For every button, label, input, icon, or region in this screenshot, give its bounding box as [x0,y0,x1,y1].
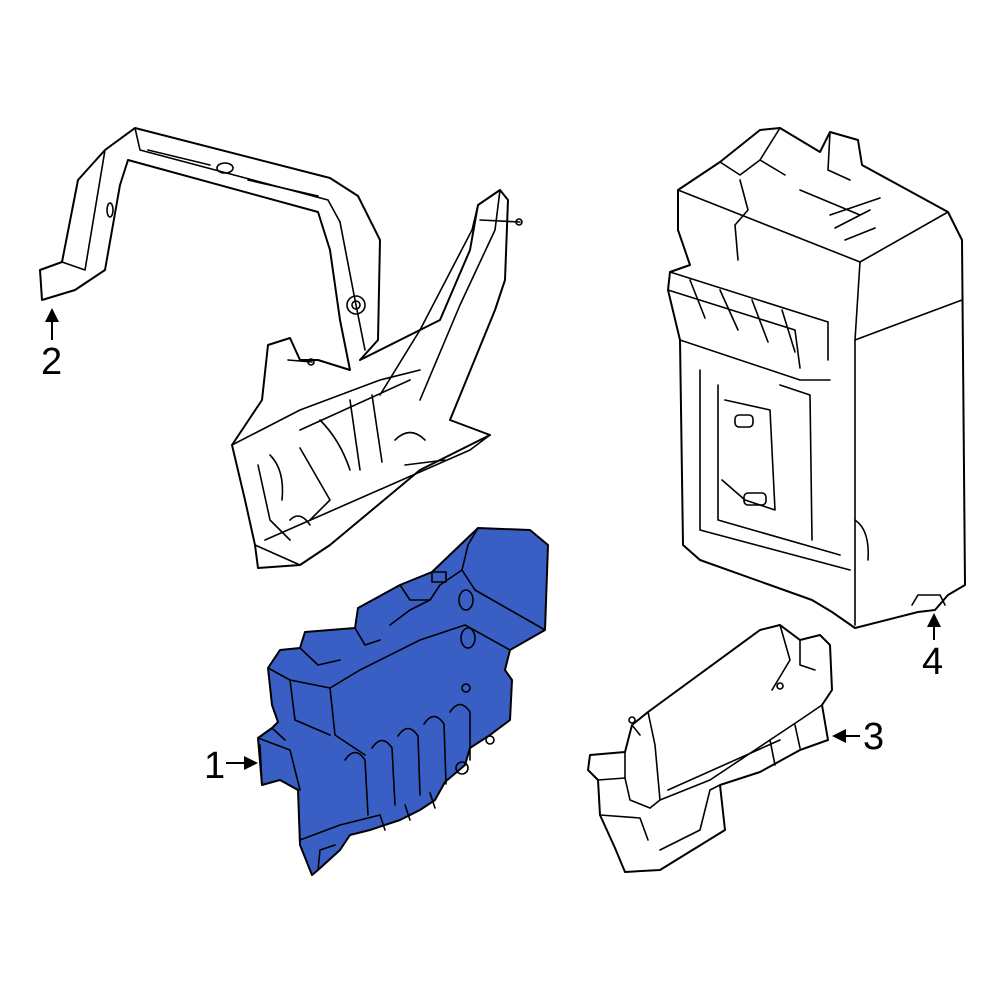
callout-label-3: 3 [863,716,884,758]
module-body [257,527,549,876]
callout-1: 1 [204,745,258,787]
callout-label-2: 2 [41,341,62,383]
module[interactable] [257,527,549,876]
arrowhead-4 [927,613,941,627]
arrowhead-3 [832,729,846,743]
callout-2: 2 [41,308,62,383]
callout-3: 3 [832,716,884,758]
callout-label-1: 1 [204,745,225,787]
lower-bracket[interactable] [587,624,833,873]
mounting-bracket[interactable] [39,127,523,569]
fuse-box-cover[interactable] [667,127,966,629]
arrowhead-2 [45,308,59,322]
callout-4: 4 [922,613,943,683]
callout-label-4: 4 [922,641,943,683]
arrowhead-1 [244,756,258,770]
